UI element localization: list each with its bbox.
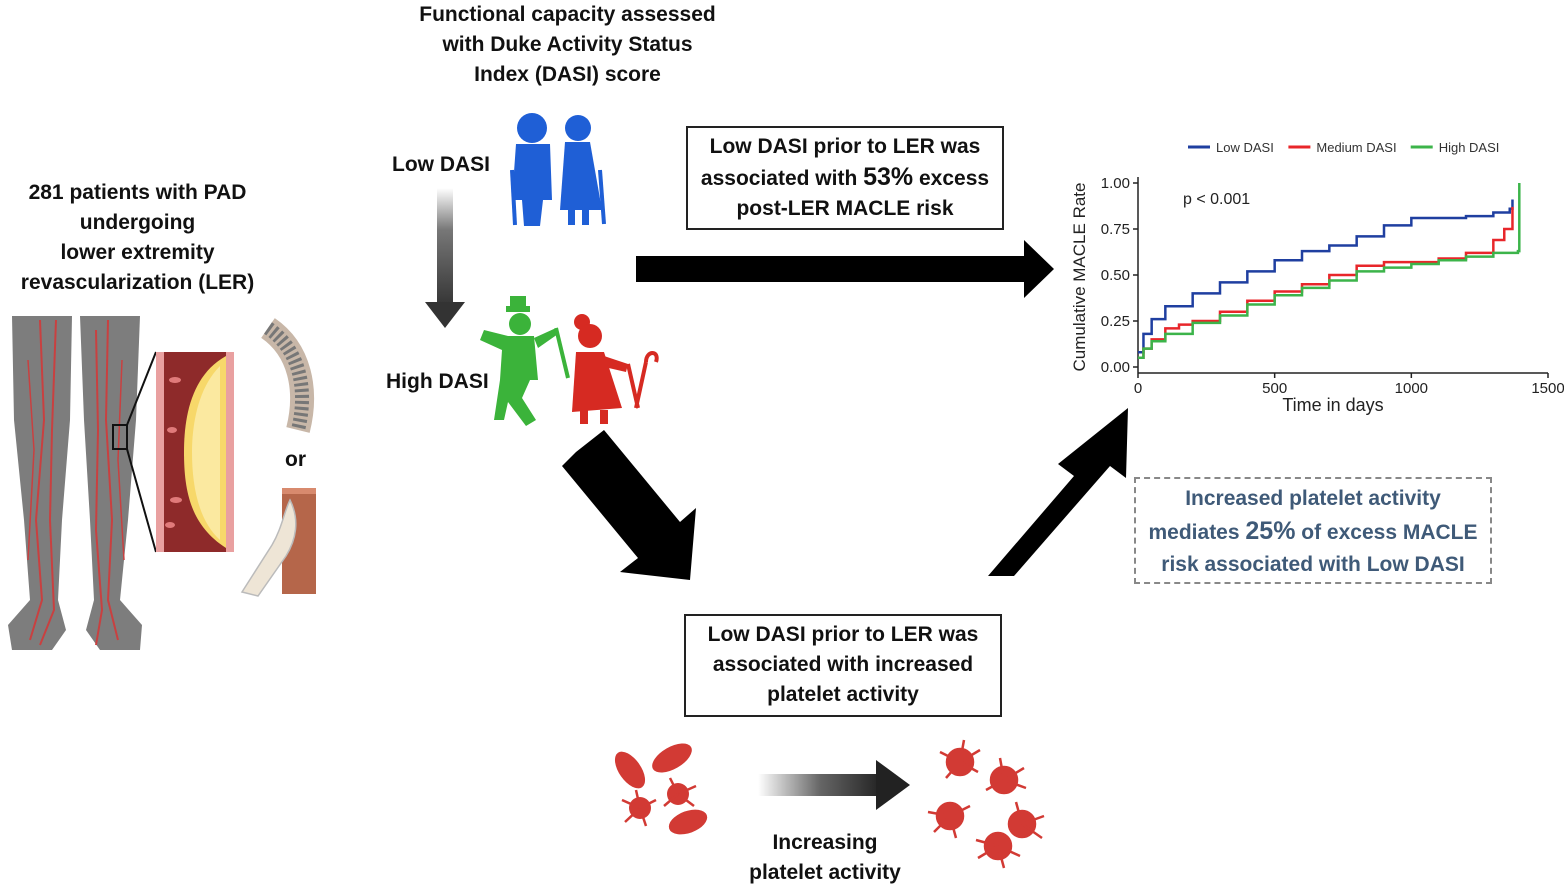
increasing-platelet-label: Increasing platelet activity [720,828,930,888]
y-axis-label: Cumulative MACLE Rate [1070,183,1089,372]
mediation-line-1: Increased platelet activity [1185,487,1441,510]
x-tick-label: 1500 [1531,380,1564,397]
bypass-illustration [240,488,316,597]
mediation-line-3: risk associated with Low DASI [1161,553,1465,576]
mediation-line-2: mediates 25% of excess MACLE [1148,517,1478,545]
low-dasi-label: Low DASI [392,153,490,176]
legs-illustration [8,316,157,650]
y-tick-label: 1.00 [1101,175,1130,192]
series-line-medium-dasi [1138,206,1514,360]
platelet-box-line-2: associated with increased [712,653,974,676]
series-line-high-dasi [1138,183,1521,360]
dasi-title: Functional capacity assessed with Duke A… [395,0,740,90]
arrow-to-platelet-box [562,430,696,580]
stent-illustration [260,318,315,433]
y-tick-label: 0.25 [1101,313,1130,330]
cohort-line-2: undergoing [79,211,196,234]
x-tick-label: 500 [1262,380,1287,397]
p-value-annotation: p < 0.001 [1183,191,1250,208]
y-tick-label: 0.50 [1101,267,1130,284]
platelets-high-activity [927,739,1045,869]
y-tick-label: 0.75 [1101,221,1130,238]
dasi-title-line-3: Index (DASI) score [474,63,661,86]
down-gradient-arrow [425,188,465,328]
active-person-green-icon [480,296,570,426]
elderly-couple-icon [510,113,606,226]
platelet-activity-box: Low DASI prior to LER was associated wit… [684,614,1002,717]
platelet-gradient-arrow [758,760,910,810]
dasi-macle-line-2: associated with 53% excess [700,163,990,191]
cohort-line-4: revascularization (LER) [20,271,255,294]
high-dasi-label: High DASI [386,370,489,393]
increasing-line-1: Increasing [772,831,878,854]
arrow-to-chart [636,240,1054,298]
legend-label: Medium DASI [1316,140,1396,155]
x-axis-label: Time in days [1282,395,1383,415]
y-tick-label: 0.00 [1101,359,1130,376]
or-label: or [285,448,306,471]
platelet-box-line-1: Low DASI prior to LER was [707,623,979,646]
platelet-box-line-3: platelet activity [767,683,919,706]
mediation-box: Increased platelet activity mediates 25%… [1134,477,1492,584]
dasi-macle-line-1: Low DASI prior to LER was [709,135,981,158]
active-person-red-icon [572,314,659,424]
legend-label: High DASI [1439,140,1500,155]
artery-plaque-illustration [156,352,234,552]
macle-percent: 53% [863,163,914,191]
increasing-line-2: platelet activity [749,861,901,884]
dasi-title-line-2: with Duke Activity Status [442,33,693,56]
legend-label: Low DASI [1216,140,1274,155]
platelets-low-activity [614,743,708,835]
series-line-low-dasi [1138,199,1514,354]
mediation-percent: 25% [1245,517,1296,545]
cohort-line-3: lower extremity [60,241,215,264]
dasi-title-line-1: Functional capacity assessed [419,3,716,26]
x-tick-label: 1000 [1395,380,1428,397]
x-tick-label: 0 [1134,380,1142,397]
arrow-from-platelet-box [988,408,1128,576]
dasi-macle-box: Low DASI prior to LER was associated wit… [686,126,1004,230]
dasi-macle-line-3: post-LER MACLE risk [736,197,954,220]
cohort-line-1: 281 patients with PAD [28,181,247,204]
cohort-title: 281 patients with PAD undergoing lower e… [0,178,275,298]
